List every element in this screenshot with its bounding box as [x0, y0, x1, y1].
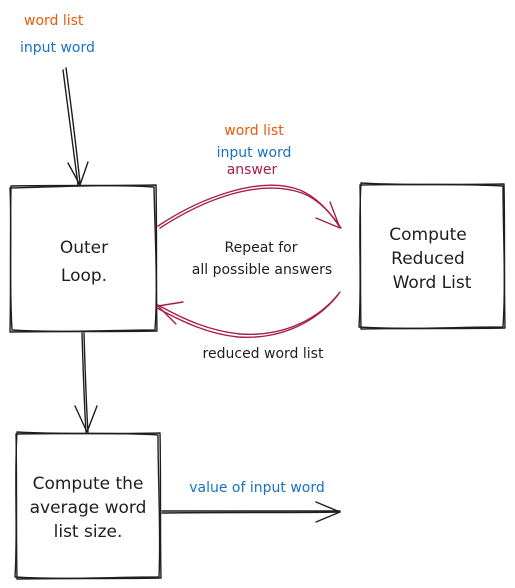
- return-arrow: [156, 291, 341, 338]
- forward-arrow: [157, 184, 342, 229]
- average-box-label-line2: average word: [30, 498, 147, 518]
- loop-label-line1: Repeat for: [225, 240, 298, 256]
- outer-loop-label-line2: Loop.: [61, 266, 107, 286]
- output-label: value of input word: [189, 480, 325, 496]
- input-input-word-label: input word: [20, 40, 95, 56]
- output-arrow: [161, 501, 341, 523]
- reduced-box-label-line2: Reduced: [391, 249, 465, 269]
- return-arrow-label: reduced word list: [203, 346, 324, 362]
- down-arrow: [74, 332, 98, 433]
- average-box-label-line3: list size.: [54, 522, 123, 542]
- reduced-list-box: [358, 182, 506, 330]
- loop-label-line2: all possible answers: [192, 262, 332, 278]
- forward-input-word-label: input word: [217, 145, 292, 161]
- average-size-box: [14, 431, 162, 580]
- outer-loop-box: [9, 184, 158, 333]
- forward-word-list-label: word list: [224, 123, 284, 139]
- average-box-label-line1: Compute the: [33, 474, 144, 494]
- input-arrow: [62, 67, 89, 186]
- forward-answer-label: answer: [227, 162, 278, 178]
- input-word-list-label: word list: [24, 13, 84, 29]
- outer-loop-label-line1: Outer: [60, 238, 108, 258]
- reduced-box-label-line1: Compute: [389, 225, 467, 245]
- reduced-box-label-line3: Word List: [393, 273, 472, 293]
